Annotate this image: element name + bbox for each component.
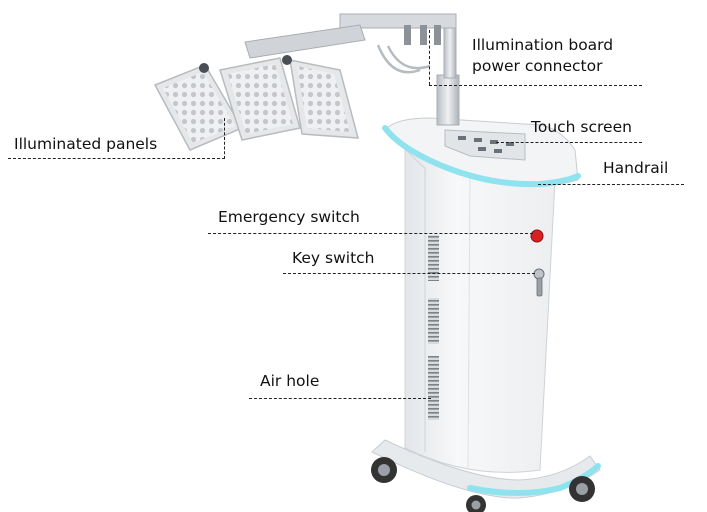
leader-key-switch bbox=[283, 273, 535, 274]
label-touch-screen: Touch screen bbox=[531, 118, 632, 136]
led-panels bbox=[153, 55, 359, 151]
articulated-arm bbox=[244, 13, 457, 74]
caster-wheels bbox=[371, 457, 595, 512]
air-vents bbox=[428, 235, 439, 420]
label-illuminated-panels: Illuminated panels bbox=[14, 135, 158, 153]
leader-touch-screen bbox=[496, 142, 642, 143]
leader-air-hole bbox=[249, 398, 431, 399]
leader-handrail bbox=[538, 184, 684, 185]
label-handrail: Handrail bbox=[603, 159, 669, 177]
key-switch-lock bbox=[533, 268, 545, 297]
device-cabinet bbox=[404, 147, 556, 473]
label-key-switch: Key switch bbox=[292, 249, 375, 267]
device-base bbox=[371, 439, 601, 499]
control-console bbox=[382, 117, 581, 188]
label-emergency-switch: Emergency switch bbox=[218, 208, 360, 226]
leader-illuminated-panels bbox=[8, 158, 225, 159]
leader-power-connector bbox=[429, 85, 642, 86]
label-power-connector: power connector bbox=[472, 57, 603, 75]
label-air-hole: Air hole bbox=[260, 372, 320, 390]
leader-illuminated-panels-vertical bbox=[224, 118, 225, 159]
emergency-switch-button bbox=[530, 229, 544, 243]
leader-emergency-switch bbox=[208, 233, 533, 234]
label-illumination-board: Illumination board bbox=[472, 36, 614, 54]
leader-power-connector-vertical bbox=[429, 30, 430, 85]
